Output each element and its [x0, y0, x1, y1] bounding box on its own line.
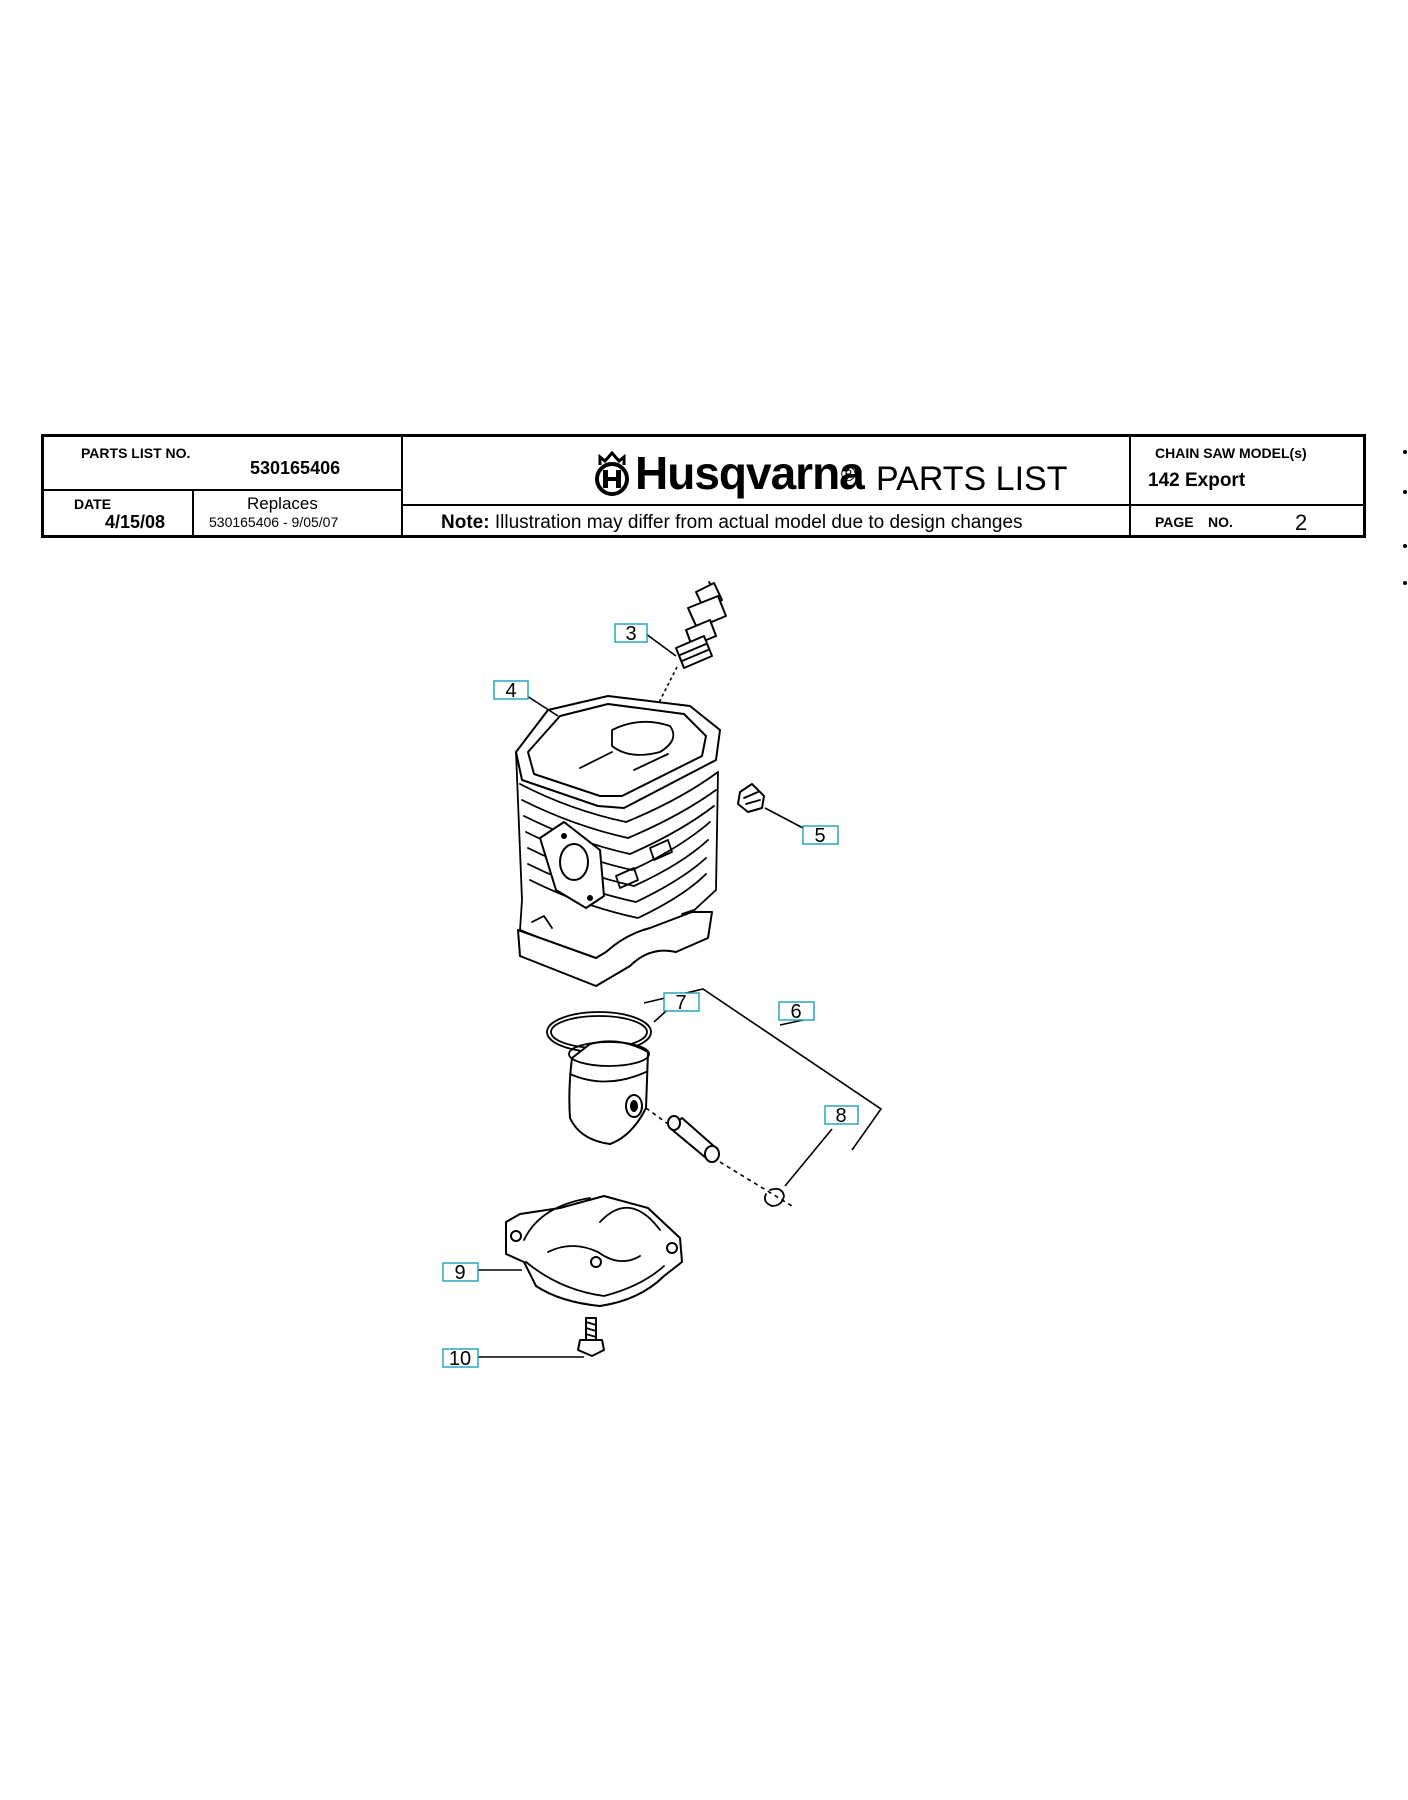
replaces-value: 530165406 - 9/05/07: [209, 514, 339, 530]
screw-part: [577, 1317, 605, 1357]
divider: [1129, 437, 1131, 535]
parts-list-no-label: PARTS LIST NO.: [81, 445, 191, 461]
callout-5: 5: [802, 825, 839, 847]
svg-text:8: 8: [835, 1105, 846, 1127]
design-note: Note: Illustration may differ from actua…: [441, 513, 1023, 532]
date-value: 4/15/08: [105, 512, 166, 532]
replaces-label: Replaces: [247, 494, 318, 513]
decompression-valve-part: [737, 783, 765, 813]
husqvarna-crown-icon: [595, 450, 629, 496]
callout-3: 3: [614, 623, 677, 657]
model-value: 142 Export: [1148, 470, 1246, 491]
parts-list-no: 530165406: [250, 458, 341, 478]
svg-text:10: 10: [449, 1348, 471, 1370]
svg-text:3: 3: [625, 623, 636, 645]
registered-mark: ®: [841, 464, 856, 486]
note-text: Illustration may differ from actual mode…: [494, 512, 1023, 533]
brand-name: Husqvarna: [635, 447, 865, 499]
circlip-part: [763, 1187, 785, 1207]
svg-text:7: 7: [675, 992, 686, 1014]
piston-pin-part: [667, 1115, 720, 1163]
parts-list-header: PARTS LIST NO. 530165406 DATE 4/15/08 Re…: [41, 434, 1366, 538]
divider: [401, 437, 403, 535]
note-label: Note:: [441, 512, 490, 533]
callout-9: 9: [442, 1262, 479, 1284]
piston-part: [568, 1040, 650, 1145]
model-label: CHAIN SAW MODEL(s): [1155, 445, 1307, 461]
spark-plug-part: [675, 581, 727, 669]
callout-10: 10: [442, 1348, 479, 1370]
svg-text:9: 9: [454, 1262, 465, 1284]
callout-8: 8: [824, 1105, 859, 1127]
crankcase-bottom-part: [505, 1195, 683, 1307]
divider: [401, 504, 1129, 506]
page-label: PAGE: [1155, 514, 1194, 530]
svg-text:6: 6: [790, 1001, 801, 1023]
page-number: 2: [1295, 510, 1308, 535]
divider: [44, 489, 401, 491]
divider: [192, 489, 194, 535]
page-no-label: NO.: [1208, 514, 1233, 530]
edge-marks: [1403, 450, 1407, 585]
callout-4: 4: [493, 680, 559, 717]
date-label: DATE: [74, 496, 112, 512]
svg-text:4: 4: [505, 680, 516, 702]
callout-7: 7: [663, 992, 700, 1014]
callout-6: 6: [778, 1001, 815, 1023]
divider: [1129, 504, 1363, 506]
husqvarna-logo: [592, 450, 632, 497]
cylinder-part: [515, 695, 721, 987]
parts-list-title: PARTS LIST: [876, 460, 1068, 498]
svg-text:5: 5: [814, 825, 825, 847]
